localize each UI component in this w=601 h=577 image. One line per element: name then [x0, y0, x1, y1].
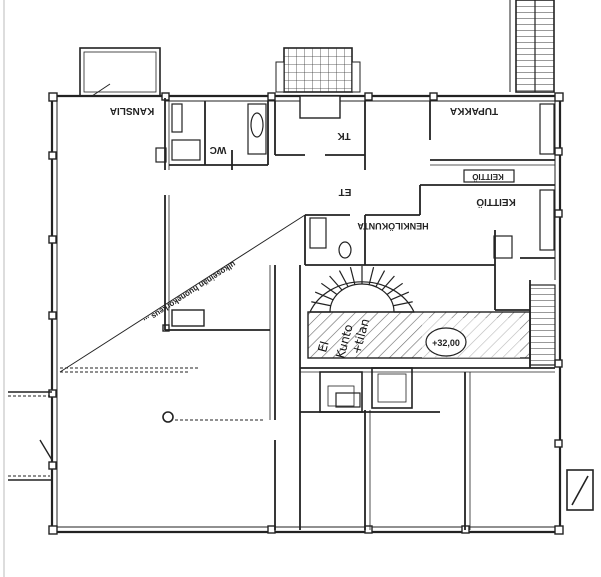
kitchen-counter: [463, 103, 555, 259]
room-label-kanslia: KANSLIA: [110, 105, 154, 116]
right-window: [566, 469, 594, 511]
stair-step: [320, 282, 338, 296]
right-stair: [529, 284, 556, 366]
column-circle: [162, 411, 174, 423]
hatched-landing: [307, 311, 531, 359]
stair-step: [349, 267, 356, 285]
room-label-storage: HENKILÖKUNTA: [357, 221, 429, 231]
dashed-lines: [8, 367, 265, 477]
stair-step: [393, 301, 413, 307]
stair-step: [381, 275, 395, 291]
handwritten-note-1: EI: [315, 339, 331, 353]
stair-step: [329, 275, 343, 291]
stair-step: [390, 291, 410, 301]
room-label-kitchen-small: KEITTIÖ: [472, 172, 504, 181]
columns: [48, 92, 564, 535]
exterior-stair: [509, 0, 555, 93]
room-label-hall: ET: [339, 186, 352, 197]
spiral-stair: [309, 266, 415, 313]
stair-step: [368, 267, 375, 285]
lift: [319, 367, 413, 413]
diagonal-line: [59, 214, 306, 373]
stair-step: [311, 301, 331, 307]
stair-step: [375, 270, 386, 288]
room-label-tk: TK: [337, 130, 351, 141]
tiled-window-area: [275, 47, 361, 93]
room-label-wc: WC: [210, 144, 227, 155]
stair-step: [386, 282, 404, 296]
interior-walls: [164, 98, 555, 530]
elevation-label: +32,00: [432, 338, 460, 348]
vent-box: [171, 309, 205, 327]
tk-window: [299, 95, 341, 119]
room-label-tupakka: TUPAKKA: [450, 105, 498, 116]
entry-door: [8, 391, 53, 481]
stair-step: [338, 270, 349, 288]
wc-fixtures: [155, 103, 361, 408]
room-label-kitchen: KEITTIÖ: [476, 196, 516, 209]
balcony: [79, 47, 161, 97]
stair-step: [314, 291, 334, 301]
